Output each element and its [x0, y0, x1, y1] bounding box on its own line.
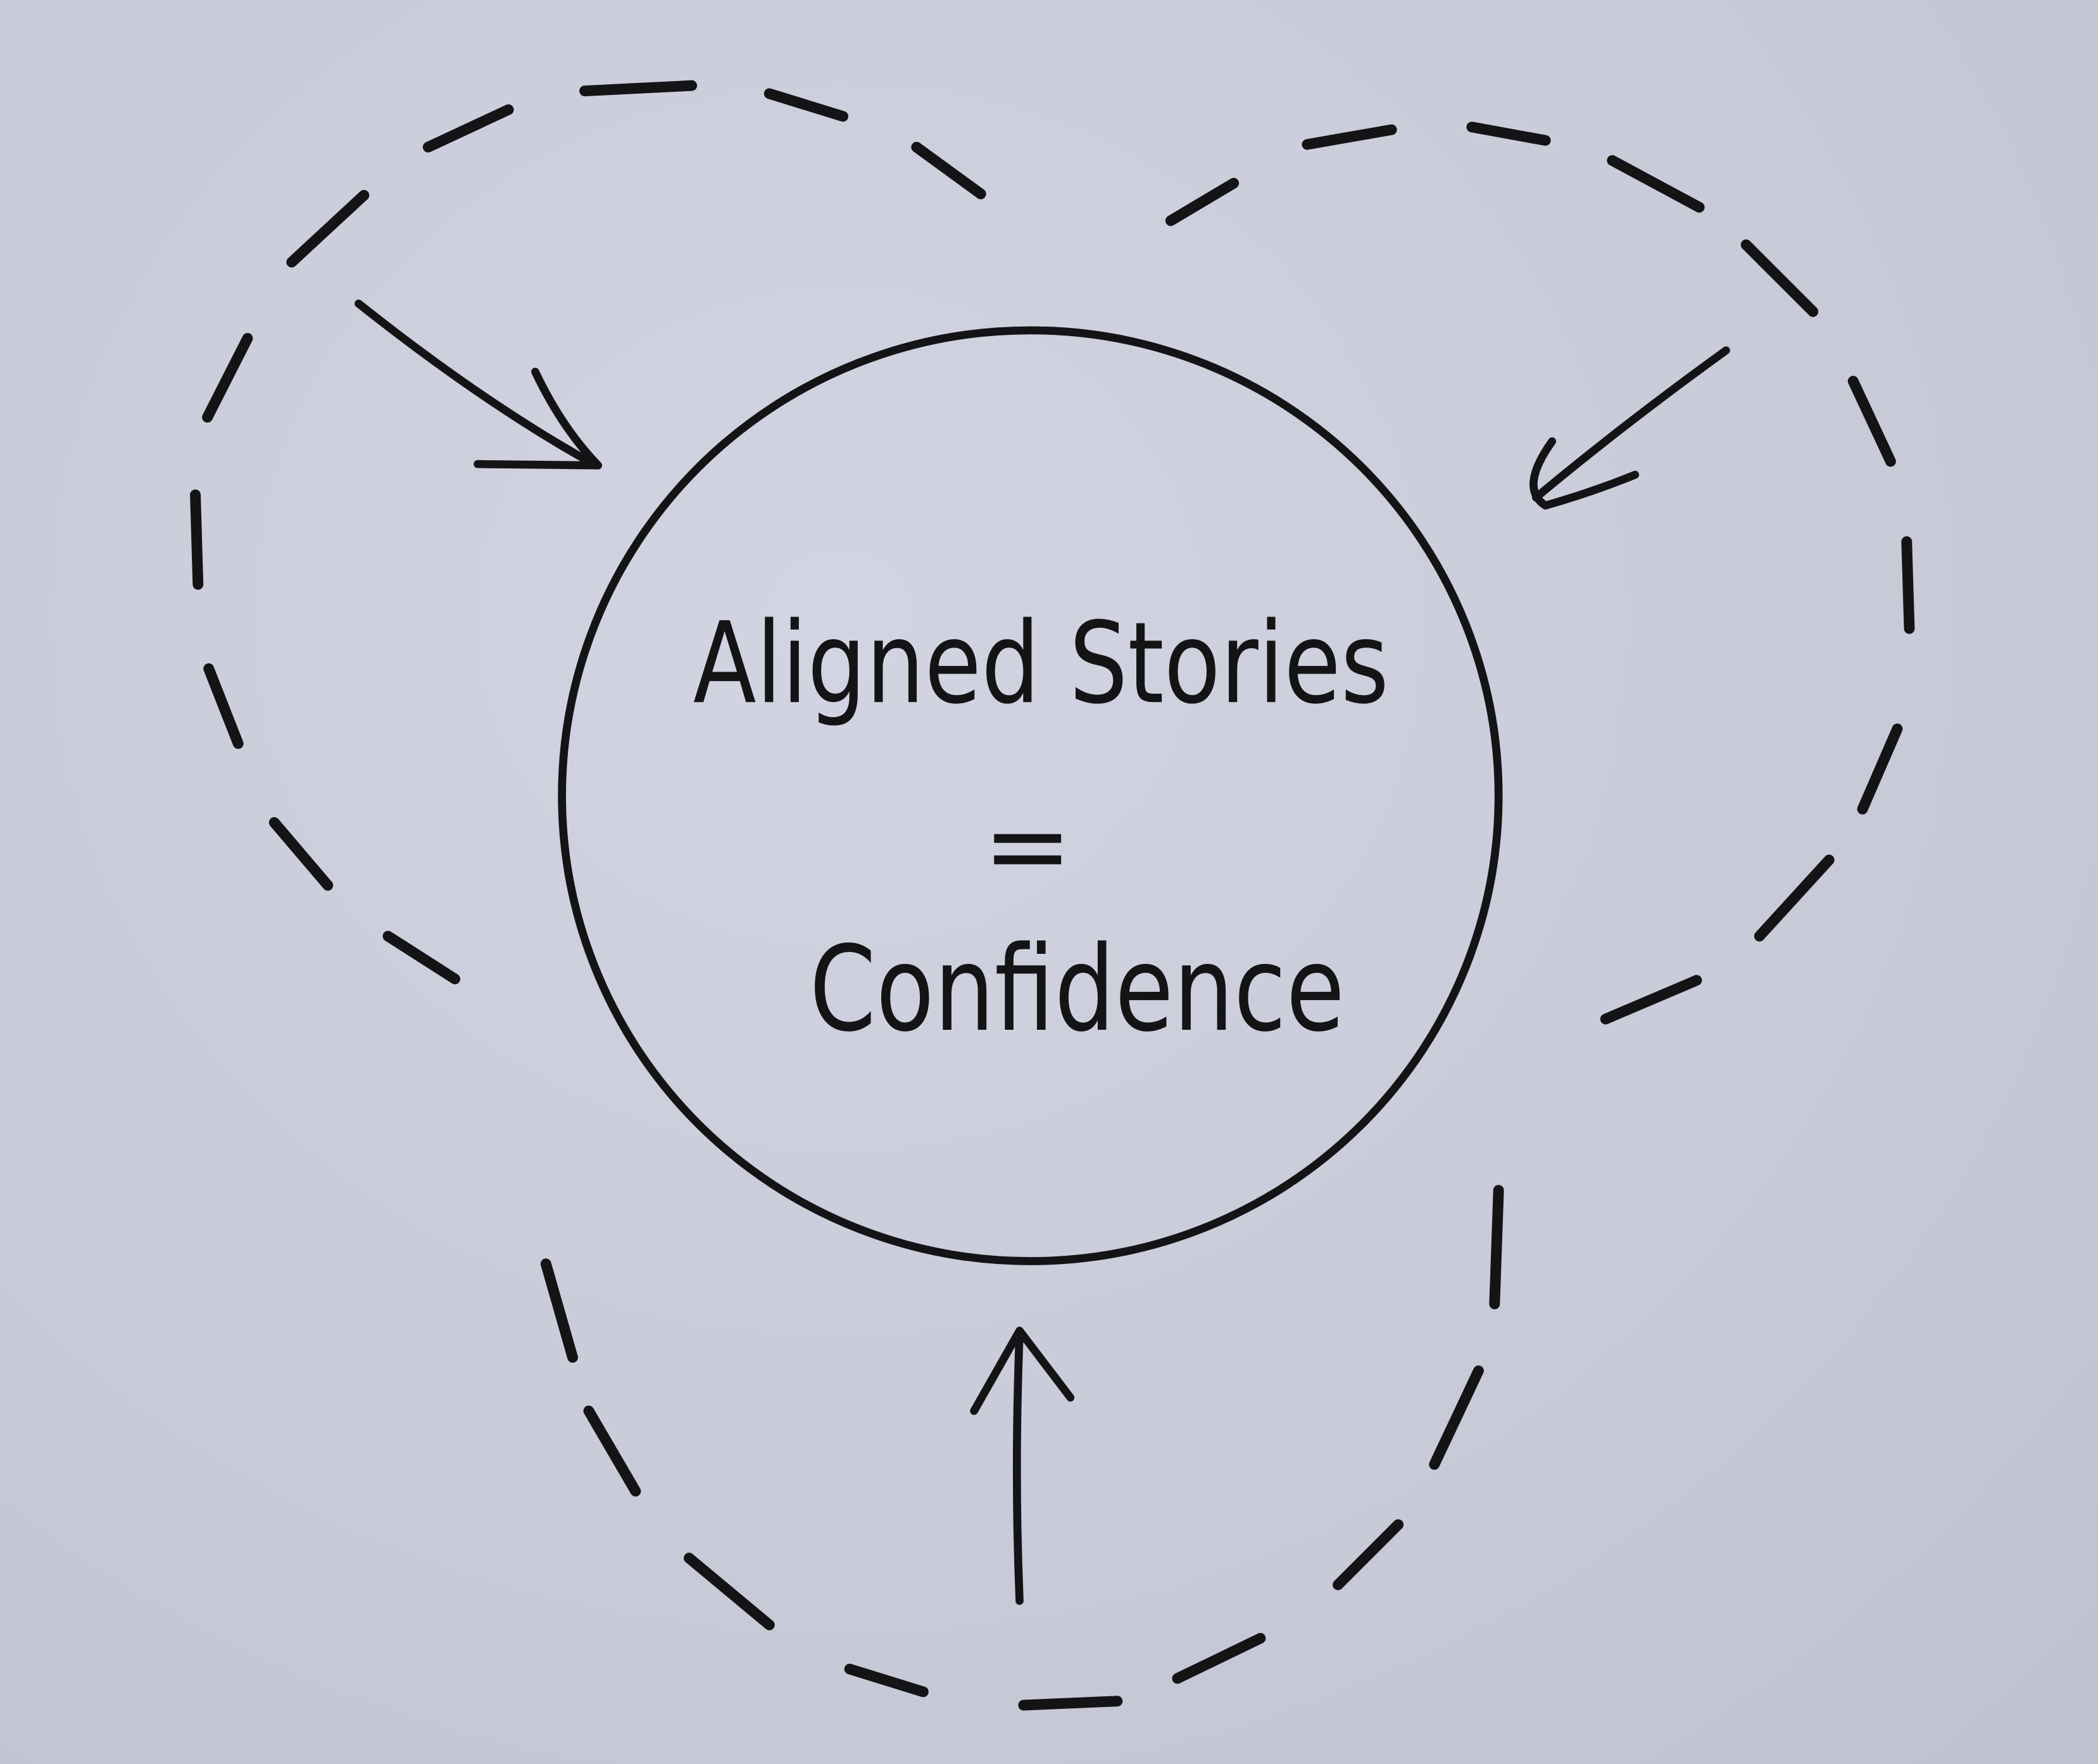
top-right-arrow: [1530, 346, 1730, 510]
label-confidence: Confidence: [810, 920, 1345, 1058]
label-equals: =: [983, 784, 1072, 908]
label-aligned-stories: Aligned Stories: [693, 597, 1389, 729]
top-right-loop: [1165, 122, 1915, 1025]
bottom-loop: [540, 1185, 1504, 1711]
top-left-arrow: [355, 299, 603, 470]
top-left-loop: [190, 80, 986, 985]
bottom-arrow: [970, 1327, 1075, 1605]
central-circle: [558, 326, 1503, 1265]
